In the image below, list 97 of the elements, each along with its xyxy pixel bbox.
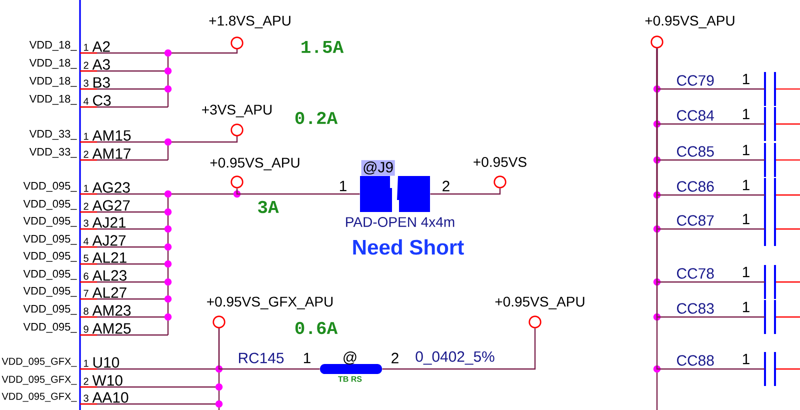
part-label: CC83 bbox=[677, 303, 714, 314]
pin-name: VDD_095_ bbox=[23, 286, 77, 297]
part-label: CC78 bbox=[677, 268, 714, 279]
pin-name: VDD_095_ bbox=[23, 182, 77, 192]
pin-number: 1 bbox=[742, 354, 750, 364]
net-label: +0.95VS_APU bbox=[645, 16, 734, 28]
ball-name: AL23 bbox=[92, 270, 126, 281]
current-label: 0.2A bbox=[295, 112, 338, 124]
pin-number: 1 bbox=[742, 266, 750, 278]
pin-number: 2 bbox=[84, 62, 88, 69]
wire bbox=[430, 188, 501, 195]
ball-name: U10 bbox=[93, 357, 120, 368]
pin-number: 1 bbox=[84, 360, 88, 367]
pin-name: VDD_33_ bbox=[29, 130, 77, 140]
net-label: +3VS_APU bbox=[202, 104, 272, 118]
current-label: 1.5A bbox=[302, 40, 344, 53]
ball-name: AG23 bbox=[92, 182, 130, 193]
current-label: 0.6A bbox=[295, 322, 338, 334]
pin-name: VDD_095_ bbox=[23, 304, 77, 315]
pin-number: 1 bbox=[84, 184, 88, 192]
ball-name: AA10 bbox=[92, 392, 128, 403]
ref-label: @J9 bbox=[361, 160, 395, 176]
pin-number: 1 bbox=[84, 132, 88, 140]
pin-number: 3 bbox=[84, 394, 88, 402]
pin-name: VDD_095_ bbox=[23, 252, 77, 262]
ball-name: AJ27 bbox=[92, 235, 126, 246]
ball-name: AL21 bbox=[92, 252, 126, 263]
ball-name: AM17 bbox=[92, 148, 131, 159]
pin-number: 5 bbox=[84, 254, 88, 262]
part-label: CC87 bbox=[677, 215, 714, 226]
pin-number: 8 bbox=[84, 308, 88, 315]
pin-name: VDD_095_ bbox=[23, 216, 77, 227]
pin-name: VDD_095_GFX_ bbox=[2, 358, 77, 367]
ball-name: W10 bbox=[92, 375, 122, 386]
pin-name: VDD_095_ bbox=[23, 234, 77, 245]
pin-number: 2 bbox=[442, 180, 450, 192]
pin-number: 2 bbox=[84, 202, 88, 210]
pin-number: 3 bbox=[84, 220, 88, 227]
pin-number: 1 bbox=[84, 44, 88, 51]
ball-name: AG27 bbox=[92, 200, 130, 211]
ball-name: AM15 bbox=[92, 130, 131, 141]
pin-name: VDD_095_ bbox=[23, 322, 77, 333]
pin-number: 1 bbox=[742, 214, 750, 224]
pin-number: 6 bbox=[84, 272, 88, 280]
pin-number: 1 bbox=[742, 74, 750, 84]
pin-number: 1 bbox=[742, 108, 750, 120]
pin-number: 1 bbox=[340, 180, 346, 192]
net-label: +0.95VS bbox=[474, 157, 526, 167]
pin-name: VDD_18_ bbox=[29, 40, 77, 51]
pin-name: VDD_095_GFX_ bbox=[2, 392, 77, 402]
ball-name: AL27 bbox=[92, 287, 126, 298]
part-label: CC88 bbox=[677, 355, 714, 366]
pin-number: 2 bbox=[392, 352, 398, 364]
pin-number: 2 bbox=[84, 150, 88, 158]
pin-name: VDD_18_ bbox=[29, 94, 77, 105]
ball-name: AM25 bbox=[92, 323, 131, 334]
option-mark: @ bbox=[344, 352, 356, 364]
pin-number: 3 bbox=[84, 80, 88, 87]
pin-number: 4 bbox=[84, 238, 89, 245]
pin-number: 4 bbox=[84, 98, 89, 105]
part-label: CC85 bbox=[677, 146, 714, 157]
pin-number: 7 bbox=[84, 290, 88, 297]
part-label: CC84 bbox=[677, 110, 714, 121]
pin-number: 1 bbox=[742, 180, 750, 190]
wire bbox=[218, 328, 320, 370]
value-label: 0_0402_5% bbox=[416, 351, 494, 365]
ball-name: AJ21 bbox=[92, 217, 126, 228]
wire bbox=[656, 48, 765, 370]
wire bbox=[382, 328, 536, 370]
part-label: CC86 bbox=[677, 181, 714, 192]
net-label: +0.95VS_APU bbox=[210, 158, 300, 170]
ball-name: A2 bbox=[92, 41, 110, 52]
pin-number: 1 bbox=[742, 302, 750, 312]
pin-name: VDD_095_ bbox=[23, 200, 77, 210]
wire bbox=[236, 188, 360, 195]
pin-number: 1 bbox=[304, 352, 310, 364]
ball-name: C3 bbox=[93, 95, 111, 106]
note-text: Need Short bbox=[353, 239, 464, 255]
current-label: 3A bbox=[258, 200, 279, 214]
pin-name: VDD_18_ bbox=[29, 58, 77, 69]
pin-number: 1 bbox=[742, 144, 750, 156]
footprint-label: TB RS bbox=[338, 376, 362, 382]
net-label: +0.95VS_GFX_APU bbox=[207, 296, 333, 310]
pin-name: VDD_33_ bbox=[29, 148, 77, 158]
ball-name: B3 bbox=[94, 77, 110, 88]
ref-label: RC145 bbox=[239, 352, 284, 364]
pin-number: 9 bbox=[84, 326, 88, 333]
net-label: +0.95VS_APU bbox=[495, 296, 584, 310]
ball-name: A3 bbox=[92, 59, 110, 70]
ball-name: AM23 bbox=[92, 305, 131, 316]
pin-name: VDD_095_ bbox=[23, 270, 77, 280]
pin-name: VDD_18_ bbox=[29, 76, 77, 87]
net-label: +1.8VS_APU bbox=[209, 16, 290, 28]
pin-number: 2 bbox=[84, 378, 88, 385]
pin-name: VDD_095_GFX_ bbox=[2, 376, 77, 385]
part-label: CC79 bbox=[677, 75, 714, 86]
value-label: PAD-OPEN 4x4m bbox=[346, 217, 454, 227]
